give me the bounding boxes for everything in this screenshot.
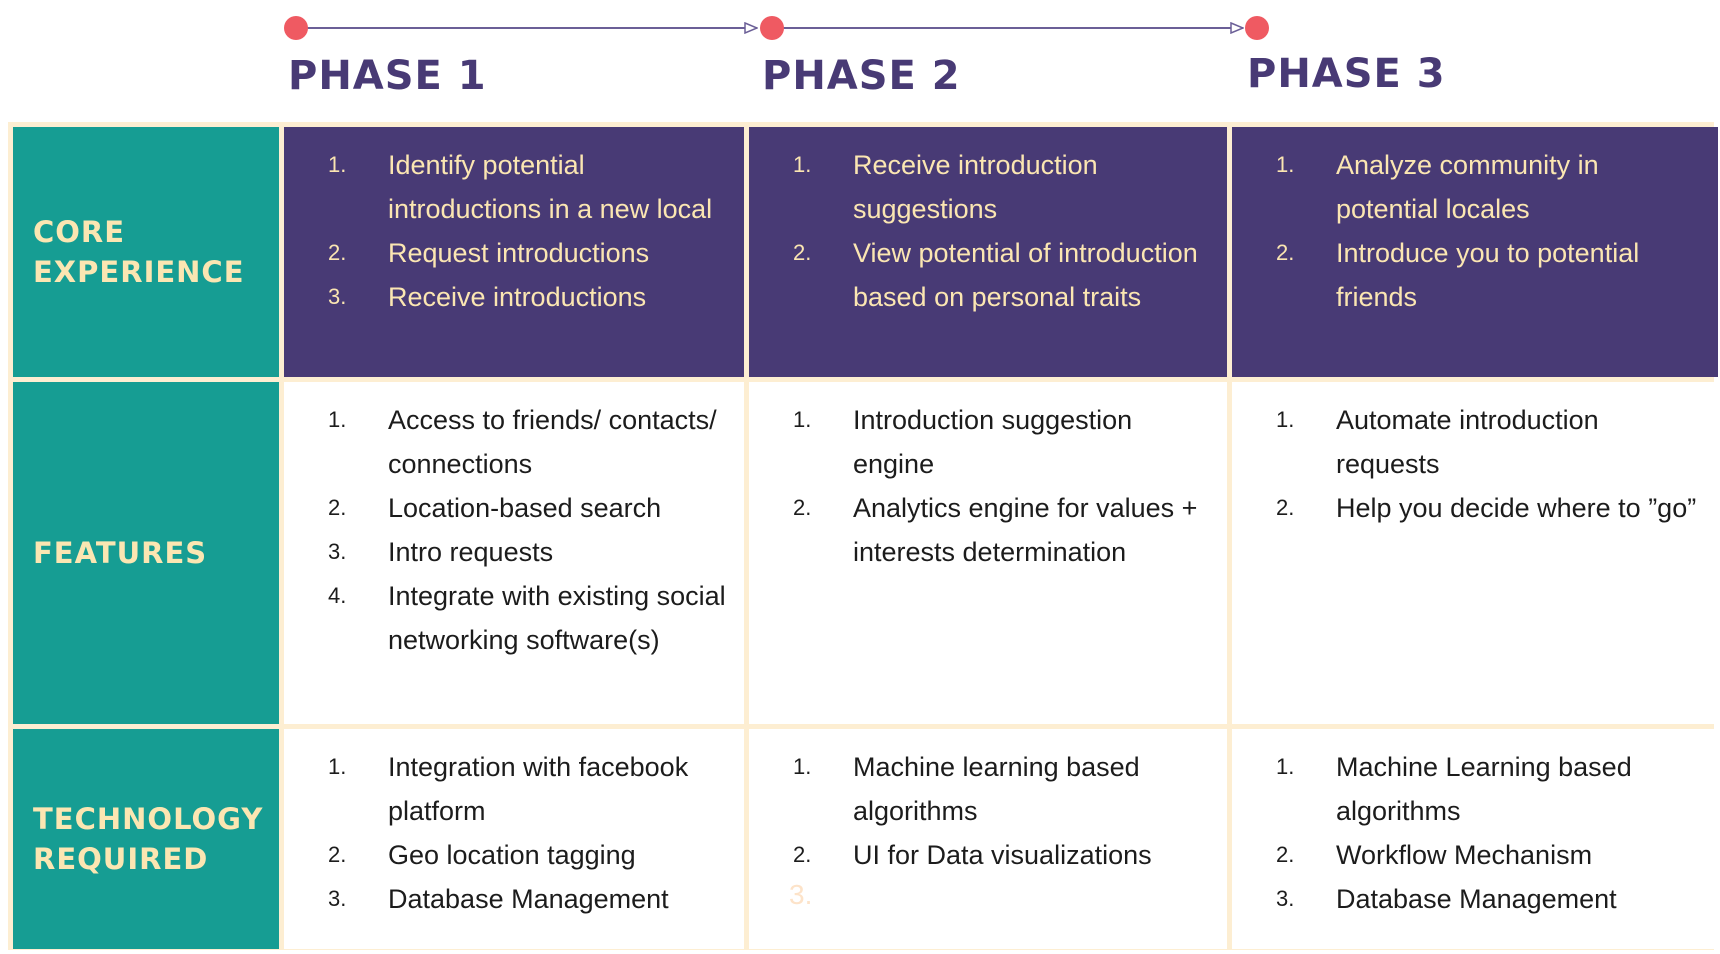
cell-core-phase-1: 1. Identify potential introductions in a … xyxy=(284,127,744,377)
list-item-text: UI for Data visualizations xyxy=(853,840,1152,870)
list-item-number: 2. xyxy=(793,842,812,867)
roadmap-table: CORE EXPERIENCE 1. Identify potential int… xyxy=(8,122,1718,950)
list-item-number: 1. xyxy=(793,152,812,177)
list-item: 1. Integration with facebook platform xyxy=(284,745,730,833)
list-item-text: View potential of introduction based on … xyxy=(853,238,1198,312)
list-item: 2. Help you decide where to ”go” xyxy=(1232,486,1704,530)
list-item: 1. Access to friends/ contacts/ connectio… xyxy=(284,398,730,486)
list-item-number: 2. xyxy=(328,842,347,867)
list-item: 2. Workflow Mechanism xyxy=(1232,833,1704,877)
list-item: 3. Receive introductions xyxy=(284,275,730,319)
list-item: 1. Machine learning based algorithms xyxy=(749,745,1213,833)
list-item-number: 2. xyxy=(1276,240,1295,265)
phase-timeline xyxy=(284,16,1269,40)
list-item-text: Integration with facebook platform xyxy=(388,752,689,826)
timeline-dot-2 xyxy=(760,16,784,40)
row-header-technology-required: TECHNOLOGY REQUIRED xyxy=(13,729,279,949)
row-header-features: FEATURES xyxy=(13,382,279,724)
list-item-number: 2. xyxy=(793,495,812,520)
list-item-text: Identify potential introductions in a ne… xyxy=(388,150,713,224)
row-header-core-experience: CORE EXPERIENCE xyxy=(13,127,279,377)
timeline-dot-1 xyxy=(284,16,308,40)
list-item-text: Analytics engine for values + interests … xyxy=(853,493,1198,567)
list-item-number: 2. xyxy=(1276,495,1295,520)
list-item: 2. Request introductions xyxy=(284,231,730,275)
list-item-number: 1. xyxy=(1276,407,1295,432)
list-item-number: 2. xyxy=(793,240,812,265)
list-item-text: Introduction suggestion engine xyxy=(853,405,1133,479)
list-item-text: Automate introduction requests xyxy=(1336,405,1599,479)
list-item-text: Machine learning based algorithms xyxy=(853,752,1140,826)
list-item-text: Help you decide where to ”go” xyxy=(1336,493,1697,523)
list-item: 2. UI for Data visualizations xyxy=(749,833,1213,877)
cell-technology-phase-3: 1. Machine Learning based algorithms 2. Wor… xyxy=(1232,729,1718,949)
faded-list-number: 3. xyxy=(789,879,813,910)
list-item-number: 2. xyxy=(328,495,347,520)
row-header-label: CORE EXPERIENCE xyxy=(33,215,245,289)
row-header-label: FEATURES xyxy=(33,536,208,570)
list-item-number: 3. xyxy=(328,284,347,309)
list-item-number: 3. xyxy=(328,886,347,911)
cell-features-phase-1: 1. Access to friends/ contacts/ connectio… xyxy=(284,382,744,724)
list-item-text: Request introductions xyxy=(388,238,650,268)
list-item-number: 2. xyxy=(1276,842,1295,867)
list-item-text: Integrate with existing social networkin… xyxy=(388,581,726,655)
list-item-text: Intro requests xyxy=(388,537,554,567)
list-item-number: 1. xyxy=(328,407,347,432)
list-item-number: 3. xyxy=(328,539,347,564)
list-item-number: 1. xyxy=(328,754,347,779)
list-item: 4. Integrate with existing social network… xyxy=(284,574,730,662)
timeline-dot-3 xyxy=(1245,16,1269,40)
list-item: 1. Machine Learning based algorithms xyxy=(1232,745,1704,833)
list-item-number: 1. xyxy=(328,152,347,177)
cell-core-phase-2: 1. Receive introduction suggestions 2. View… xyxy=(749,127,1227,377)
phase-3-title: PHASE 3 xyxy=(1247,51,1446,97)
list-item-text: Workflow Mechanism xyxy=(1336,840,1593,870)
list-item-number: 4. xyxy=(328,583,347,608)
list-item-text: Database Management xyxy=(388,884,669,914)
list-item-text: Introduce you to potential friends xyxy=(1336,238,1640,312)
list-item: 1. Identify potential introductions in a … xyxy=(284,143,730,231)
list-item-number: 1. xyxy=(1276,754,1295,779)
list-item: 3. Database Management xyxy=(1232,877,1704,921)
cell-technology-phase-1: 1. Integration with facebook platform 2. Ge… xyxy=(284,729,744,949)
list-item-number: 1. xyxy=(793,407,812,432)
phase-2-title: PHASE 2 xyxy=(762,53,961,99)
list-item-number: 2. xyxy=(328,240,347,265)
list-item-number: 3. xyxy=(1276,886,1295,911)
list-item: 3. Intro requests xyxy=(284,530,730,574)
list-item-text: Machine Learning based algorithms xyxy=(1336,752,1632,826)
cell-technology-phase-2: 1. Machine learning based algorithms 2. UI … xyxy=(749,729,1227,949)
list-item: 2. View potential of introduction based o… xyxy=(749,231,1213,319)
list-item-text: Access to friends/ contacts/ connections xyxy=(388,405,717,479)
list-item-text: Location-based search xyxy=(388,493,662,523)
list-item-text: Analyze community in potential locales xyxy=(1336,150,1599,224)
list-item-text: Receive introductions xyxy=(388,282,647,312)
list-item-text: Receive introduction suggestions xyxy=(853,150,1098,224)
list-item: 2. Introduce you to potential friends xyxy=(1232,231,1704,319)
list-item: 2. Analytics engine for values + interest… xyxy=(749,486,1213,574)
list-item: 2. Location-based search xyxy=(284,486,730,530)
list-item-text: Geo location tagging xyxy=(388,840,636,870)
phase-1-title: PHASE 1 xyxy=(288,53,487,99)
row-header-label: TECHNOLOGY REQUIRED xyxy=(33,802,264,876)
list-item: 1. Automate introduction requests xyxy=(1232,398,1704,486)
cell-features-phase-3: 1. Automate introduction requests 2. Help y… xyxy=(1232,382,1718,724)
list-item: 1. Receive introduction suggestions xyxy=(749,143,1213,231)
list-item: 3. Database Management xyxy=(284,877,730,921)
list-item-number: 1. xyxy=(793,754,812,779)
list-item: 1. Introduction suggestion engine xyxy=(749,398,1213,486)
list-item-text: Database Management xyxy=(1336,884,1617,914)
cell-features-phase-2: 1. Introduction suggestion engine 2. Analyt… xyxy=(749,382,1227,724)
cell-core-phase-3: 1. Analyze community in potential locales… xyxy=(1232,127,1718,377)
list-item-number: 1. xyxy=(1276,152,1295,177)
list-item: 2. Geo location tagging xyxy=(284,833,730,877)
list-item: 1. Analyze community in potential locales xyxy=(1232,143,1704,231)
